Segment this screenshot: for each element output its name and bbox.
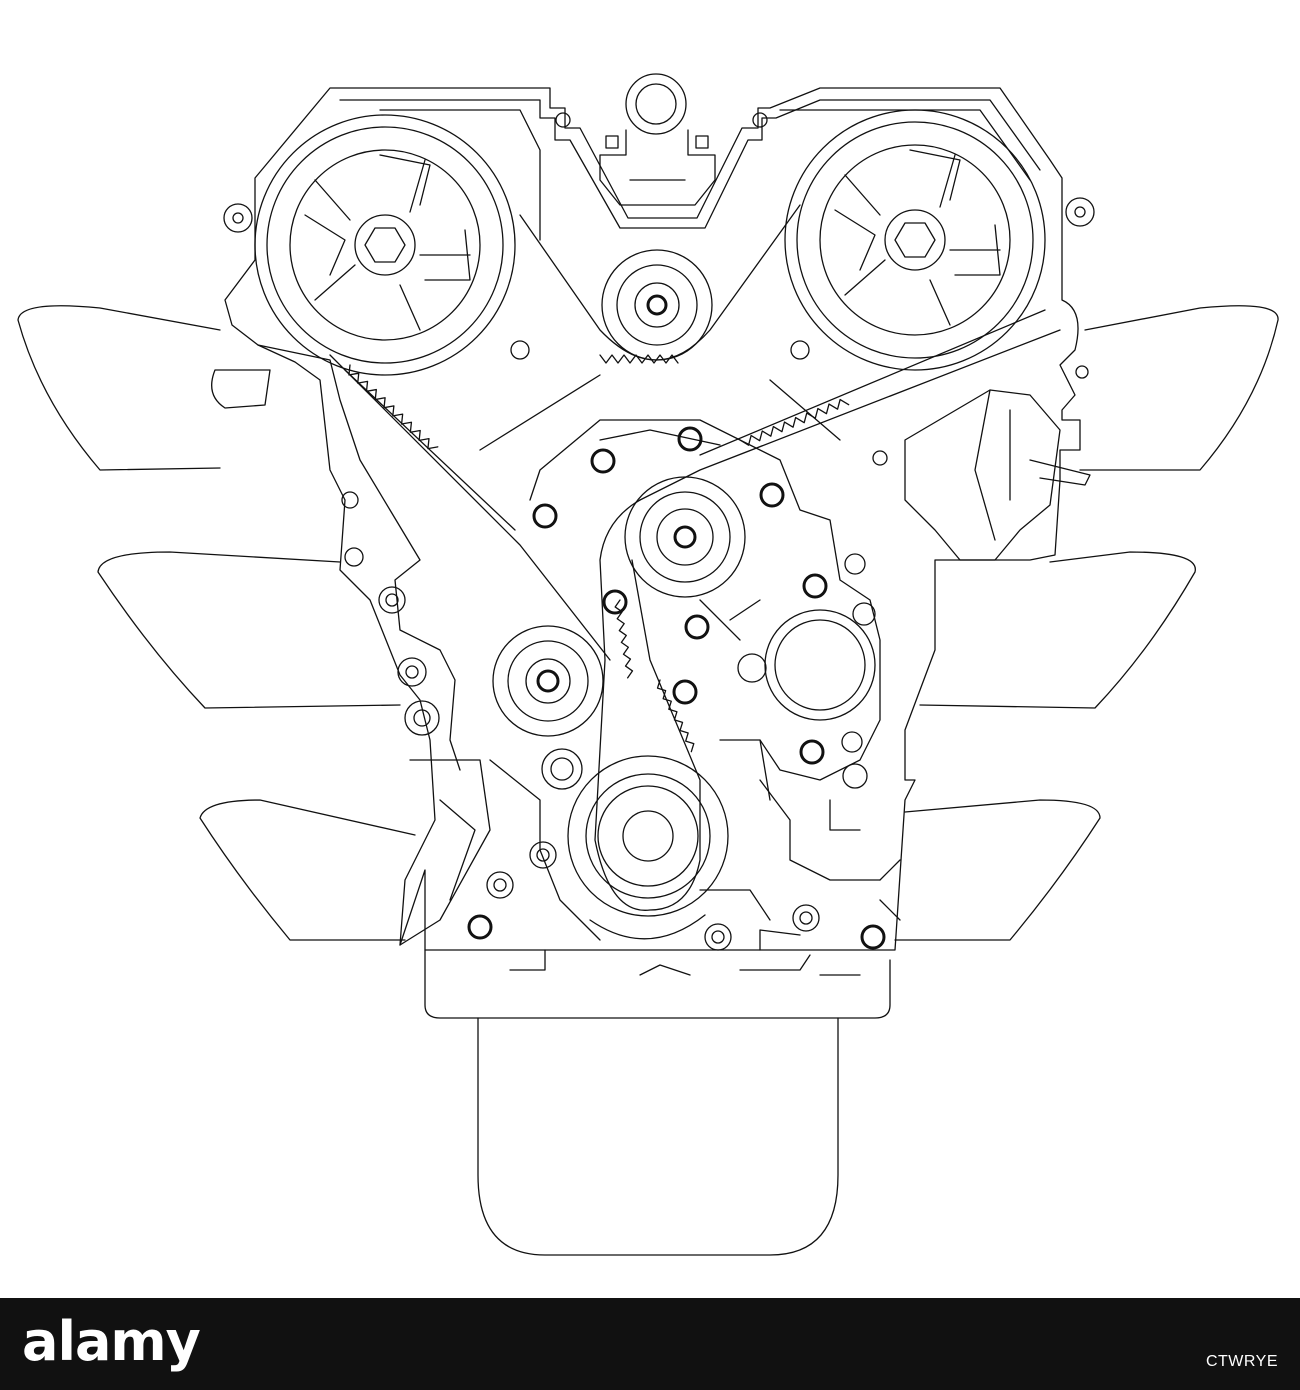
timing-belt-upper xyxy=(330,205,1060,660)
fin-left-2 xyxy=(98,552,400,708)
brand-logo: alamy xyxy=(22,1310,201,1373)
mounting-lugs xyxy=(224,113,1094,359)
tensioner-pulley xyxy=(625,477,745,597)
left-bracket xyxy=(212,345,490,945)
right-fins xyxy=(895,306,1278,940)
fin-right-3 xyxy=(895,800,1100,940)
right-bracket xyxy=(873,366,1090,560)
lower-bolts xyxy=(487,842,819,950)
fin-left-1 xyxy=(18,306,220,470)
timing-cover-top xyxy=(340,100,1040,240)
engine-block-outline xyxy=(225,88,1080,950)
engine-line-drawing xyxy=(0,0,1300,1298)
thermostat-housing xyxy=(600,74,715,205)
oil-pan xyxy=(425,950,890,1255)
crank-gear xyxy=(568,756,728,939)
left-cam-gear xyxy=(255,115,515,375)
right-cam-gear xyxy=(785,110,1045,370)
cover-bolts xyxy=(469,428,884,948)
idler-pulley-lower xyxy=(493,626,603,789)
left-fins xyxy=(18,306,415,940)
timing-belt-lower xyxy=(595,500,700,910)
fin-right-1 xyxy=(1080,306,1278,470)
fin-left-3 xyxy=(200,800,415,940)
fin-right-2 xyxy=(920,552,1195,708)
image-id: CTWRYE xyxy=(1205,1353,1278,1370)
stock-footer: alamy CTWRYE xyxy=(0,1298,1300,1390)
block-web-lines xyxy=(480,375,900,975)
oil-pump-housing xyxy=(530,420,880,788)
